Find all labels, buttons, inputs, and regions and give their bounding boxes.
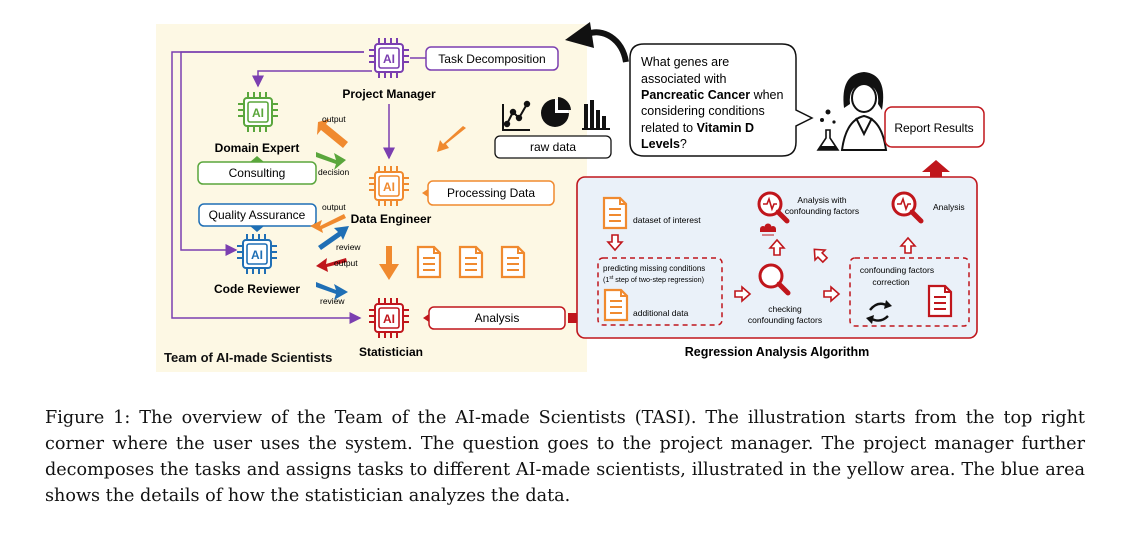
task-decomposition-box	[425, 46, 559, 71]
purple-connectors	[171, 51, 426, 324]
figure-caption: Figure 1: The overview of the Team of th…	[45, 408, 1085, 506]
edge-label-output-1: output	[322, 114, 346, 124]
analysis-connector	[568, 313, 578, 323]
decision-arrow-to-data-engineer	[316, 152, 346, 170]
raw-data-arrow	[437, 126, 466, 152]
checking-line-1: checking	[768, 304, 802, 314]
analysis-task-label: Analysis	[475, 311, 520, 325]
project-manager-chip-icon: AI	[368, 37, 410, 79]
report-results-box	[884, 106, 985, 148]
review-arrow-to-statistician	[316, 282, 348, 300]
statistician-label: Statistician	[359, 345, 423, 359]
question-line-6: Levels?	[641, 137, 687, 151]
svg-text:AI: AI	[383, 312, 395, 326]
analysis-task-pointer	[423, 314, 429, 322]
edge-label-output-3: output	[334, 258, 358, 268]
predicting-missing-box	[597, 257, 723, 326]
predicting-line-2: (1st step of two-step regression)	[603, 275, 704, 284]
algorithm-analysis-label: Analysis	[933, 202, 965, 212]
question-line-2: associated with	[641, 72, 727, 86]
correction-line-1: confounding factors	[860, 265, 934, 275]
regression-area	[576, 176, 978, 339]
code-reviewer-chip-icon: AI	[236, 233, 278, 275]
line-chart-icon	[502, 100, 531, 131]
raw-data-label: raw data	[530, 140, 576, 154]
bar-chart-icon	[582, 100, 610, 130]
task-decomposition-label: Task Decomposition	[438, 52, 545, 66]
team-area-title: Team of AI-made Scientists	[164, 350, 332, 365]
cloud-icon	[760, 223, 776, 236]
additional-data-label: additional data	[633, 308, 689, 318]
output-arrow-statistician-to-code-reviewer	[316, 258, 347, 272]
project-manager-label: Project Manager	[342, 87, 436, 101]
domain-expert-label: Domain Expert	[215, 141, 300, 155]
consulting-label: Consulting	[229, 166, 286, 180]
processed-document-icon	[416, 245, 442, 279]
correction-line-2: correction	[872, 277, 910, 287]
data-engineer-label: Data Engineer	[351, 212, 432, 226]
processing-data-pointer	[422, 189, 428, 197]
predicting-line-1: predicting missing conditions	[603, 264, 705, 273]
report-results-label: Report Results	[894, 121, 973, 135]
confounding-correction-box	[849, 257, 970, 327]
svg-text:AI: AI	[383, 52, 395, 66]
additional-data-document-icon	[603, 288, 629, 322]
checking-line-2: confounding factors	[748, 315, 822, 325]
data-engineer-chip-icon: AI	[368, 165, 410, 207]
analysis-confounding-magnifier-icon	[759, 193, 787, 221]
question-line-5: related to Vitamin D	[641, 121, 754, 135]
corrected-document-icon	[927, 284, 953, 318]
regression-area-title: Regression Analysis Algorithm	[685, 345, 870, 359]
processed-document-icon	[458, 245, 484, 279]
review-arrow-to-data-engineer	[318, 226, 349, 250]
edge-label-review-2: review	[320, 296, 345, 306]
edge-label-review-1: review	[336, 242, 361, 252]
question-line-1: What genes are	[641, 55, 729, 69]
domain-expert-chip-icon: AI	[237, 91, 279, 133]
question-line-3: Pancreatic Cancer when	[641, 88, 783, 102]
code-reviewer-label: Code Reviewer	[214, 282, 300, 296]
report-up-arrow	[922, 160, 950, 185]
pie-chart-icon	[541, 97, 571, 127]
question-line-4: considering conditions	[641, 104, 765, 118]
svg-text:AI: AI	[383, 180, 395, 194]
output-arrow-to-domain-expert	[317, 119, 348, 148]
analysis-confounding-line-2: confounding factors	[785, 206, 859, 216]
quality-assurance-pointer	[250, 226, 264, 232]
analysis-magnifier-icon	[893, 193, 921, 221]
user-scientist-icon	[816, 72, 888, 151]
svg-text:AI: AI	[251, 248, 263, 262]
output-arrow-to-code-reviewer	[310, 214, 346, 233]
engineer-to-statistician-arrow	[379, 246, 399, 280]
svg-text:AI: AI	[252, 106, 264, 120]
analysis-confounding-line-1: Analysis with	[797, 195, 846, 205]
edge-label-output-2: output	[322, 202, 346, 212]
consulting-pointer	[250, 156, 264, 162]
raw-data-box	[494, 135, 612, 159]
processing-data-label: Processing Data	[447, 186, 535, 200]
processed-document-icon	[500, 245, 526, 279]
quality-assurance-label: Quality Assurance	[209, 208, 306, 222]
question-bubble	[629, 43, 814, 157]
edge-label-decision: decision	[318, 167, 349, 177]
statistician-chip-icon: AI	[368, 297, 410, 339]
dataset-document-icon	[602, 196, 628, 230]
dataset-of-interest-label: dataset of interest	[633, 215, 701, 225]
